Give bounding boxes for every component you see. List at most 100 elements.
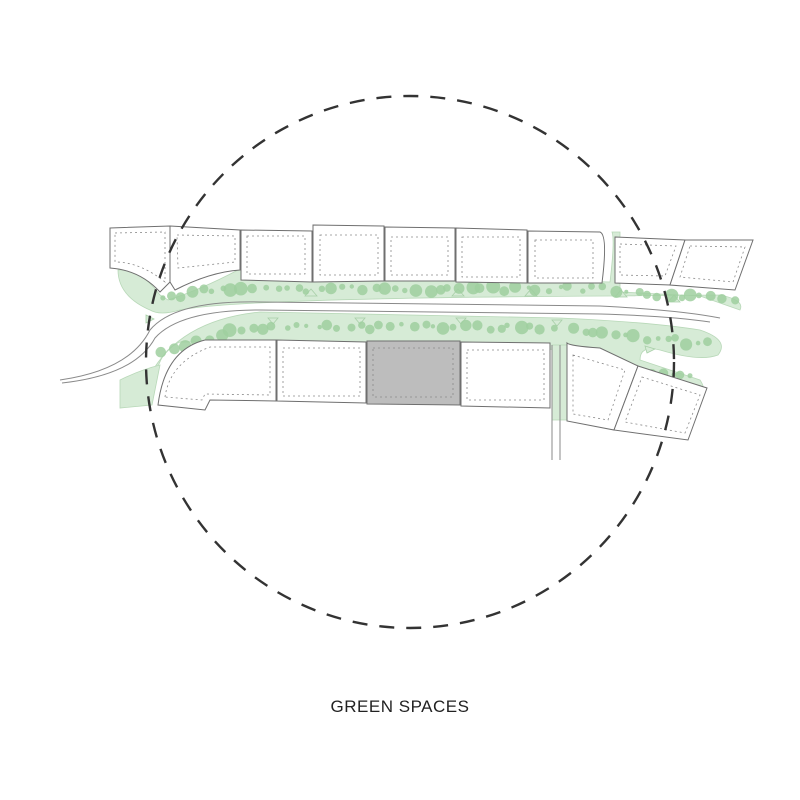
tree (339, 283, 346, 290)
tree (717, 294, 727, 304)
tree (687, 373, 693, 379)
tree (249, 323, 259, 333)
tree (472, 320, 483, 331)
block-north-1 (109, 225, 171, 293)
tree (515, 320, 529, 335)
tree (284, 285, 290, 291)
tree (333, 324, 340, 332)
tree (580, 288, 586, 294)
building-footprints (114, 231, 746, 434)
tree (357, 284, 368, 296)
tree (655, 336, 661, 341)
tree (558, 284, 564, 290)
tree (509, 280, 522, 293)
tree (222, 323, 237, 337)
tree (257, 323, 269, 335)
tree (425, 285, 438, 298)
tree (443, 284, 451, 292)
tree (410, 321, 420, 332)
tree (422, 320, 431, 329)
block-south-6 (613, 365, 708, 441)
tree (731, 296, 740, 305)
tree (186, 285, 199, 298)
tree (449, 323, 457, 331)
tree (302, 288, 309, 295)
tree (347, 323, 356, 332)
tree (696, 292, 702, 299)
tree (504, 322, 510, 328)
focus-circle (144, 94, 676, 630)
road (59, 301, 721, 460)
block-south-3 (366, 340, 461, 406)
tree (545, 288, 553, 295)
tree (293, 322, 300, 328)
tree (562, 281, 572, 291)
tree (199, 284, 209, 294)
tree (526, 322, 534, 330)
tree (247, 283, 257, 294)
tree (671, 334, 679, 342)
block-south-4 (460, 341, 551, 409)
tree (675, 370, 685, 380)
block-north-7 (527, 230, 606, 284)
tree (499, 286, 510, 297)
tree (155, 346, 167, 358)
tree (497, 324, 506, 333)
tree (703, 337, 712, 347)
tree (318, 285, 326, 292)
block-north-5 (384, 226, 456, 282)
tree (453, 283, 465, 294)
tree (399, 321, 404, 327)
tree (223, 283, 238, 297)
tree (665, 335, 672, 343)
tree (460, 319, 472, 332)
tree (295, 284, 304, 292)
tree (385, 321, 395, 331)
tree (595, 326, 608, 339)
tree (652, 292, 661, 302)
tree (598, 282, 607, 291)
tree (430, 324, 436, 329)
block-north-4 (312, 224, 385, 283)
block-south-2 (276, 339, 367, 404)
tree (325, 282, 337, 295)
tree (534, 324, 545, 335)
tree (317, 324, 322, 330)
tree (582, 328, 590, 336)
tree (175, 292, 186, 303)
tree (683, 288, 697, 302)
tree (678, 294, 686, 302)
block-south-1 (157, 339, 277, 411)
tree (349, 284, 354, 289)
tree (610, 285, 623, 298)
tree (402, 287, 408, 294)
tree (169, 343, 180, 355)
tree (665, 288, 679, 303)
diagram-caption: GREEN SPACES (330, 697, 470, 716)
tree (358, 321, 366, 329)
tree (551, 324, 558, 332)
tree (695, 340, 701, 346)
green-corner-southwest (119, 364, 161, 409)
tree (529, 284, 541, 296)
tree (643, 336, 652, 345)
block-north-2 (169, 225, 241, 291)
tree (374, 320, 383, 330)
tree (237, 326, 246, 335)
tree (705, 290, 716, 301)
tree (378, 282, 391, 295)
tree (266, 321, 276, 331)
block-north-3 (240, 229, 313, 283)
tree (626, 329, 640, 343)
tree (680, 338, 693, 351)
block-north-9 (669, 239, 754, 291)
tree (285, 325, 291, 331)
block-north-6 (455, 227, 528, 284)
building-blocks (109, 224, 754, 441)
tree (635, 288, 644, 296)
tree (321, 319, 333, 331)
tree (275, 285, 283, 292)
tree (486, 325, 495, 334)
tree (365, 324, 375, 335)
